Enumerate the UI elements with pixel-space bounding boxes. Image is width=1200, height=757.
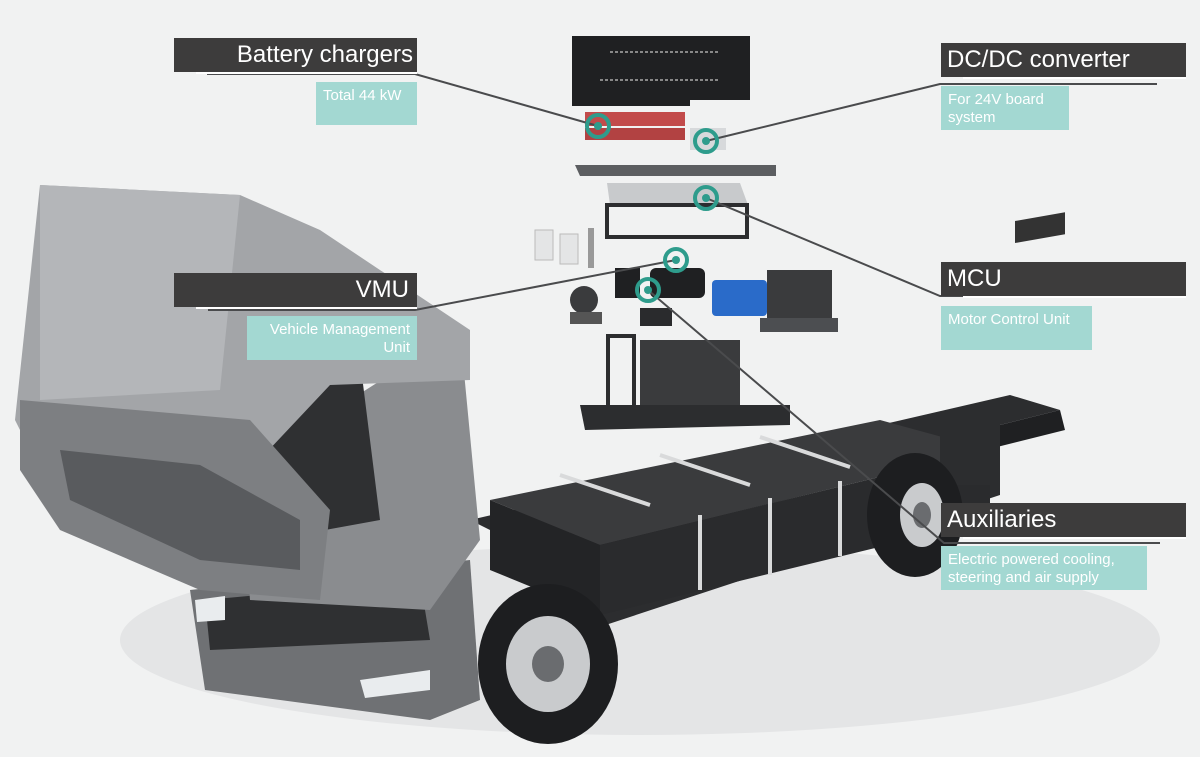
mcu-title: MCU [941, 262, 1186, 298]
truck-cab [15, 185, 480, 720]
vmu-title: VMU [174, 273, 417, 309]
auxiliaries-description: Electric powered cooling, steering and a… [941, 546, 1147, 590]
battery-chargers-description: Total 44 kW [316, 82, 417, 125]
marker-vmu [663, 247, 689, 273]
vmu-description: Vehicle Management Unit [247, 316, 417, 360]
dcdc-converter-description: For 24V board system [941, 86, 1069, 130]
electric-motor [712, 270, 838, 332]
front-wheel [478, 584, 618, 744]
marker-auxiliaries [635, 277, 661, 303]
battery-chargers-title: Battery chargers [174, 38, 417, 74]
marker-battery-chargers [585, 113, 611, 139]
battery-charger-units [575, 112, 776, 176]
auxiliary-small-parts [534, 228, 594, 268]
mcu-unit [605, 183, 749, 239]
charger-cover [572, 36, 750, 106]
auxiliary-pumps [570, 268, 705, 326]
marker-dcdc-converter [693, 128, 719, 154]
component-rack [580, 334, 790, 430]
auxiliaries-title: Auxiliaries [941, 503, 1186, 539]
dcdc-converter-title: DC/DC converter [941, 43, 1186, 79]
marker-mcu [693, 185, 719, 211]
mcu-description: Motor Control Unit [941, 306, 1092, 350]
